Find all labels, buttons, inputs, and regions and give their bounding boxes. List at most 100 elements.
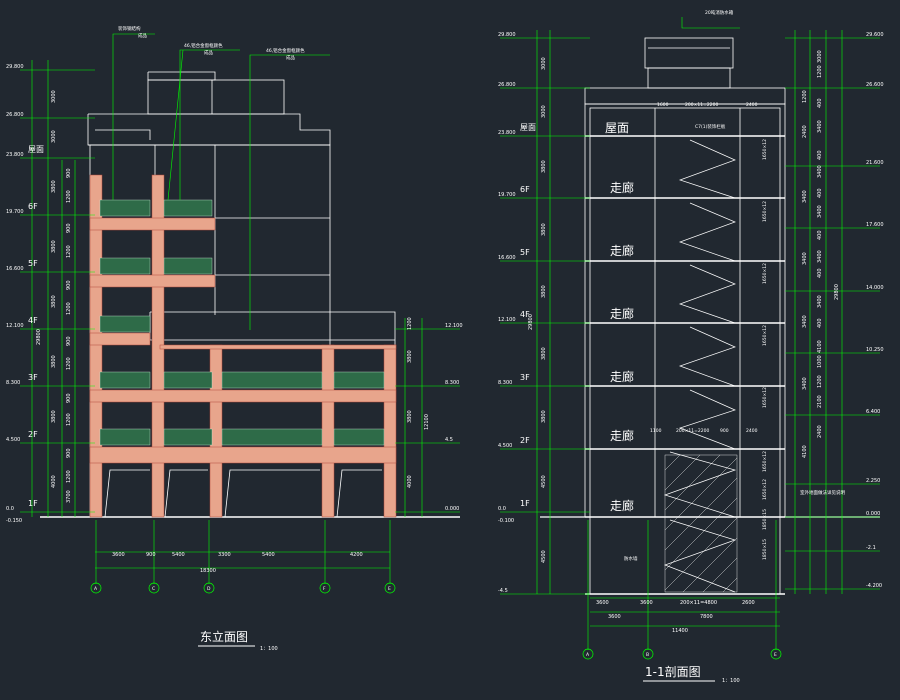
floor-slabs	[585, 135, 785, 518]
floor-label: 3F	[520, 373, 530, 382]
dim-bottom: 3300	[218, 552, 231, 558]
dim-outer: 3400	[802, 252, 808, 265]
level-elevation: -4.5	[498, 588, 508, 594]
level-elevation: 0.000	[445, 506, 459, 512]
stair-dim: 1600	[657, 102, 669, 108]
level-elevation: 0.0	[6, 506, 14, 512]
dim-right: 1200	[407, 317, 413, 330]
dim-inner: 1200	[66, 413, 72, 426]
dim-outer: 3000	[51, 130, 57, 143]
dim-inner: 1200	[66, 245, 72, 258]
floor-label: 4F	[520, 310, 530, 319]
brick-column	[321, 344, 335, 518]
stair-dim: 2400	[746, 102, 758, 108]
level-elevation: -4.200	[866, 583, 882, 589]
dim-total: 29800	[528, 314, 534, 330]
text-layer: 29.80026.80023.800屋面19.7006F16.6005F12.1…	[6, 25, 884, 660]
level-elevation: 4.500	[6, 437, 20, 443]
dim-inner: 1200	[66, 190, 72, 203]
dim-right: 3800	[407, 350, 413, 363]
stair-height: 1650×12	[762, 451, 768, 472]
dim-bottom: 900	[146, 552, 156, 558]
floor-room-label: 走廊	[610, 180, 634, 195]
stair-height: 1850×15	[762, 539, 768, 560]
level-elevation: 16.600	[6, 266, 24, 272]
brick-band	[89, 332, 151, 346]
dim-outer: 4000	[51, 475, 57, 488]
stair-dim: 900	[720, 428, 729, 434]
floor-room-label: 屋面	[605, 121, 629, 135]
floor-label: 4F	[28, 316, 38, 325]
stair-flights	[663, 139, 737, 593]
axis-marker	[384, 582, 396, 594]
annotation-sub: 成品	[286, 54, 295, 61]
railing	[99, 428, 151, 446]
east-elevation	[40, 71, 460, 518]
dim-inner: 900	[66, 280, 72, 290]
level-elevation: 29.800	[498, 32, 516, 38]
axis-marker-label: E	[774, 652, 777, 658]
dim-inner: 1000	[817, 355, 823, 368]
dim-inner: 3400	[817, 295, 823, 308]
axis-marker-label: B	[646, 652, 649, 658]
stair-dim: 2400	[746, 428, 758, 434]
dim-total: 18300	[200, 568, 216, 574]
dim-inner: 1200	[817, 375, 823, 388]
railing	[99, 315, 151, 333]
floor-label: 屋面	[520, 123, 536, 132]
floor-room-label: 走廊	[610, 498, 634, 513]
dim-outer: 3800	[51, 180, 57, 193]
railing	[163, 428, 213, 446]
railings	[99, 199, 385, 446]
dim-inner: 900	[66, 336, 72, 346]
stair-height: 1850×15	[762, 509, 768, 530]
annotation-note: 装饰钢结构	[118, 25, 141, 32]
dim-bottom: 3600	[608, 614, 621, 620]
level-elevation: 8.300	[445, 380, 459, 386]
railing	[99, 371, 151, 389]
railing	[221, 371, 323, 389]
dim-outer: 4100	[802, 445, 808, 458]
dim-inner: 900	[66, 393, 72, 403]
dim-left: 3800	[541, 347, 547, 360]
level-elevation: 12.100	[498, 317, 516, 323]
floor-room-label: 走廊	[610, 243, 634, 258]
dim-inner: 3400	[817, 120, 823, 133]
railing	[163, 257, 213, 275]
floor-label: 5F	[520, 248, 530, 257]
level-elevation: 4.500	[498, 443, 512, 449]
brick-columns	[89, 174, 397, 518]
dim-inner: 1200	[66, 357, 72, 370]
dim-left: 3800	[541, 410, 547, 423]
railing	[99, 257, 151, 275]
stair-dim: 1100	[650, 428, 662, 434]
dim-left: 3800	[541, 223, 547, 236]
section-scale: 1：100	[722, 678, 740, 684]
axis-marker	[770, 648, 782, 660]
level-elevation: 29.600	[866, 32, 884, 38]
floor-room-label: 走廊	[610, 369, 634, 384]
floor-label: 3F	[28, 373, 38, 382]
dim-inner: 2400	[817, 425, 823, 438]
roof-parapet-line	[95, 129, 151, 140]
dim-bottom: 2600	[742, 600, 755, 606]
dim-outer: 3800	[51, 410, 57, 423]
dim-left: 3000	[541, 105, 547, 118]
stair-height: 1650×12	[762, 387, 768, 408]
level-elevation: -0.150	[6, 518, 22, 524]
dim-bottom: 5400	[262, 552, 275, 558]
axis-marker-label: A	[94, 586, 98, 592]
floor-room-label: 走廊	[610, 306, 634, 321]
dim-right: 4000	[407, 475, 413, 488]
railing	[163, 199, 213, 217]
floor-label: 2F	[28, 430, 38, 439]
dim-inner: 1200	[66, 470, 72, 483]
axis-marker	[203, 582, 215, 594]
brick-band	[89, 389, 397, 403]
axis-marker-label: D	[207, 586, 211, 592]
railing	[333, 371, 385, 389]
level-elevation: 0.0	[498, 506, 506, 512]
dim-left: 4500	[541, 475, 547, 488]
brick-band	[89, 274, 216, 288]
stair-dim: 200×11=2200	[676, 428, 709, 434]
